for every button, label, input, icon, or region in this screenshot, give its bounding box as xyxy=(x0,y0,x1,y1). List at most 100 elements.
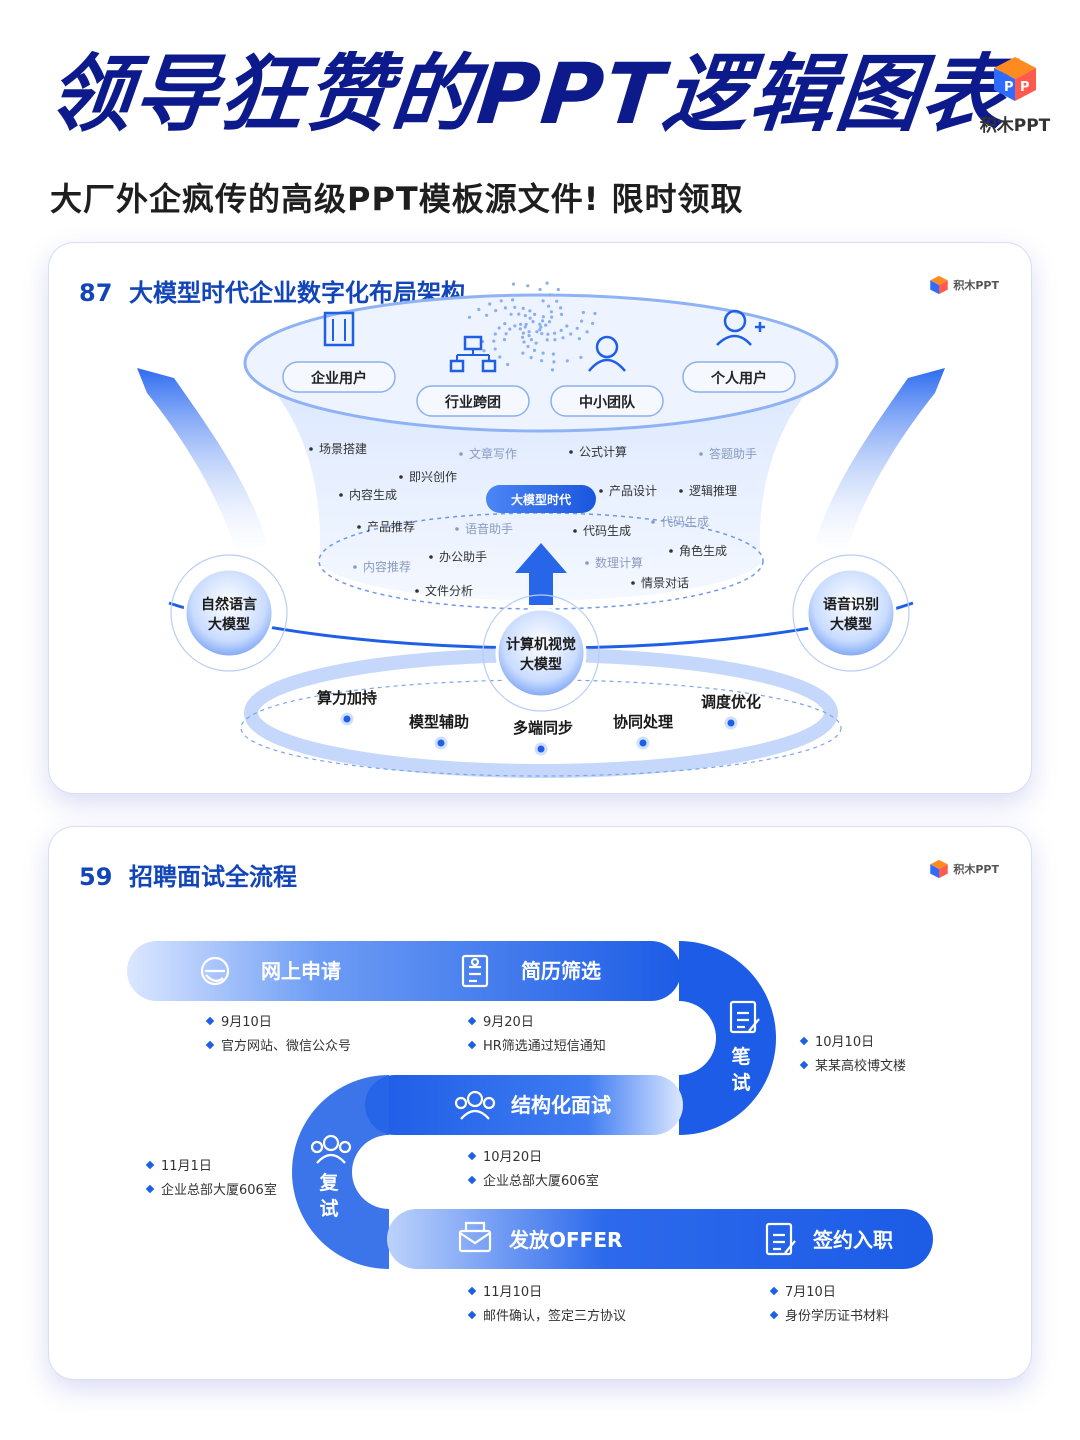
flow-band-row1 xyxy=(127,941,681,1001)
scene-item: 产品推荐 xyxy=(357,520,415,534)
svg-text:办公助手: 办公助手 xyxy=(439,549,487,564)
card-title: 59 招聘面试全流程 xyxy=(79,857,297,892)
top-group-2: 行业跨团 xyxy=(416,335,530,417)
scene-item: 文章写作 xyxy=(459,446,517,461)
scene-item: 角色生成 xyxy=(669,544,727,558)
svg-text:即兴创作: 即兴创作 xyxy=(409,470,457,484)
svg-text:语音识别: 语音识别 xyxy=(823,596,879,613)
brand-name: 积木PPT xyxy=(979,116,1051,136)
svg-text:角色生成: 角色生成 xyxy=(679,544,727,558)
team-icon xyxy=(588,335,626,372)
svg-text:情景对话: 情景对话 xyxy=(641,576,689,590)
scene-item: 答题助手 xyxy=(699,446,757,461)
scene-item: 即兴创作 xyxy=(399,470,457,484)
step-label: 简历筛选 xyxy=(521,959,601,983)
top-group-label: 企业用户 xyxy=(310,370,367,387)
scene-item: 情景对话 xyxy=(631,576,689,590)
svg-text:11月1日: 11月1日 xyxy=(161,1159,212,1174)
svg-text:算力加持: 算力加持 xyxy=(317,689,377,707)
svg-text:代码生成: 代码生成 xyxy=(583,524,631,538)
right-arrow-icon xyxy=(815,368,945,555)
exam-paper-icon xyxy=(729,1000,760,1034)
envelope-icon xyxy=(458,1221,492,1253)
scene-item: 办公助手 xyxy=(429,549,487,564)
svg-text:协同处理: 协同处理 xyxy=(613,713,673,731)
interview-icon xyxy=(310,1134,352,1164)
svg-text:10月10日: 10月10日 xyxy=(815,1035,874,1050)
svg-text:答题助手: 答题助手 xyxy=(709,446,757,461)
mini-brand: 积木PPT xyxy=(929,859,999,879)
center-label: 大模型时代 xyxy=(486,485,596,513)
svg-text:产品推荐: 产品推荐 xyxy=(367,520,415,534)
resume-icon xyxy=(461,954,489,988)
svg-text:大模型时代: 大模型时代 xyxy=(511,492,571,507)
step-label: 发放OFFER xyxy=(508,1228,622,1252)
flow-band-curve-left xyxy=(292,1075,389,1269)
step-notes: 9月20日 HR筛选通过短信通知 xyxy=(467,1015,606,1054)
cube-letter-right: P xyxy=(1020,80,1030,95)
step-label: 复 xyxy=(318,1171,339,1194)
cube-letter-left: P xyxy=(1004,80,1014,95)
scene-item: 代码生成 xyxy=(651,515,709,529)
step-label: 网上申请 xyxy=(261,959,341,983)
step-label: 结构化面试 xyxy=(511,1093,611,1117)
card-number: 59 xyxy=(79,863,113,891)
svg-text:多端同步: 多端同步 xyxy=(513,719,573,737)
svg-text:邮件确认，签定三方协议: 邮件确认，签定三方协议 xyxy=(483,1308,626,1324)
cube-logo-icon: P P xyxy=(994,57,1036,101)
scene-item: 代码生成 xyxy=(573,524,631,538)
svg-text:调度优化: 调度优化 xyxy=(701,693,761,711)
bottom-feature: 算力加持 xyxy=(317,689,377,726)
svg-text:9月10日: 9月10日 xyxy=(221,1015,272,1030)
card-number: 87 xyxy=(79,279,113,307)
brain-icon xyxy=(467,281,597,372)
svg-text:内容生成: 内容生成 xyxy=(349,487,397,502)
mini-brand: 积木PPT xyxy=(929,275,999,295)
scene-item: 逻辑推理 xyxy=(679,484,737,498)
svg-text:大模型: 大模型 xyxy=(208,616,250,633)
mini-brand-name: 积木PPT xyxy=(953,279,999,292)
card-title-text: 招聘面试全流程 xyxy=(129,863,297,891)
top-group-label: 个人用户 xyxy=(710,370,767,387)
svg-text:模型辅助: 模型辅助 xyxy=(409,713,469,731)
recruiting-card: 59 招聘面试全流程 积木PPT xyxy=(48,826,1032,1380)
svg-text:大模型: 大模型 xyxy=(830,616,872,633)
step-label: 试 xyxy=(731,1072,750,1094)
svg-text:数理计算: 数理计算 xyxy=(595,555,643,570)
svg-text:计算机视觉: 计算机视觉 xyxy=(506,636,576,653)
svg-text:企业总部大厦606室: 企业总部大厦606室 xyxy=(161,1182,277,1198)
scene-item: 内容推荐 xyxy=(353,559,411,574)
svg-text:大模型: 大模型 xyxy=(520,656,562,673)
scene-item: 内容生成 xyxy=(339,487,397,502)
top-group-1: 企业用户 xyxy=(282,311,396,393)
scene-item: 场景搭建 xyxy=(309,442,367,456)
bottom-feature: 模型辅助 xyxy=(409,713,469,750)
cube-logo-icon xyxy=(930,859,949,879)
flow-band-curve-right xyxy=(679,941,776,1135)
svg-text:自然语言: 自然语言 xyxy=(201,596,257,613)
up-arrow-icon xyxy=(515,543,567,605)
svg-text:公式计算: 公式计算 xyxy=(579,444,627,459)
flow-band-row2 xyxy=(365,1075,683,1135)
svg-text:9月20日: 9月20日 xyxy=(483,1015,534,1030)
svg-text:HR筛选通过短信通知: HR筛选通过短信通知 xyxy=(483,1038,606,1054)
svg-text:产品设计: 产品设计 xyxy=(609,484,657,498)
team-icon xyxy=(454,1090,496,1120)
svg-text:10月20日: 10月20日 xyxy=(483,1150,542,1165)
architecture-diagram: 企业用户行业跨团中小团队个人用户场景搭建文章写作公式计算答题助手即兴创作内容生成… xyxy=(137,281,945,778)
svg-text:语音助手: 语音助手 xyxy=(465,521,513,536)
cube-logo-icon xyxy=(930,275,949,295)
step-label: 签约入职 xyxy=(812,1228,893,1252)
scene-item: 产品设计 xyxy=(599,484,657,498)
svg-text:场景搭建: 场景搭建 xyxy=(319,442,367,456)
svg-text:逻辑推理: 逻辑推理 xyxy=(689,484,737,498)
mini-brand-name: 积木PPT xyxy=(953,863,999,876)
flow-band-row3 xyxy=(387,1209,933,1269)
org-chart-icon xyxy=(449,335,497,373)
